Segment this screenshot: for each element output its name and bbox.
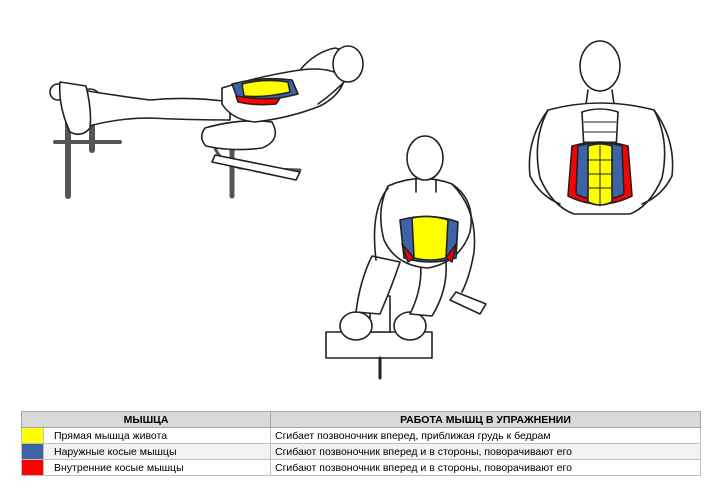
seated-figure (325, 135, 487, 380)
table-row: Внутренние косые мышцы Сгибают позвоночн… (21, 459, 701, 476)
table-row: Наружные косые мышцы Сгибают позвоночник… (21, 443, 701, 460)
muscle-work: Сгибает позвоночник вперед, приближая гр… (270, 427, 701, 444)
color-swatch (21, 443, 44, 460)
color-swatch (21, 427, 44, 444)
exercise-illustration (49, 40, 674, 380)
color-swatch (21, 459, 44, 476)
table-row: Прямая мышца живота Сгибает позвоночник … (21, 427, 701, 444)
header-muscle: МЫШЦА (21, 411, 271, 428)
reclined-figure (49, 45, 364, 199)
muscle-name: Прямая мышца живота (43, 427, 271, 444)
muscle-work: Сгибают позвоночник вперед и в стороны, … (270, 459, 701, 476)
muscle-name: Внутренние косые мышцы (43, 459, 271, 476)
muscle-table: МЫШЦА РАБОТА МЫШЦ В УПРАЖНЕНИИ Прямая мы… (21, 411, 701, 476)
table-header-row: МЫШЦА РАБОТА МЫШЦ В УПРАЖНЕНИИ (21, 411, 701, 428)
muscle-work: Сгибают позвоночник вперед и в стороны, … (270, 443, 701, 460)
header-work: РАБОТА МЫШЦ В УПРАЖНЕНИИ (270, 411, 701, 428)
anatomy-figure (528, 40, 674, 215)
muscle-name: Наружные косые мышцы (43, 443, 271, 460)
